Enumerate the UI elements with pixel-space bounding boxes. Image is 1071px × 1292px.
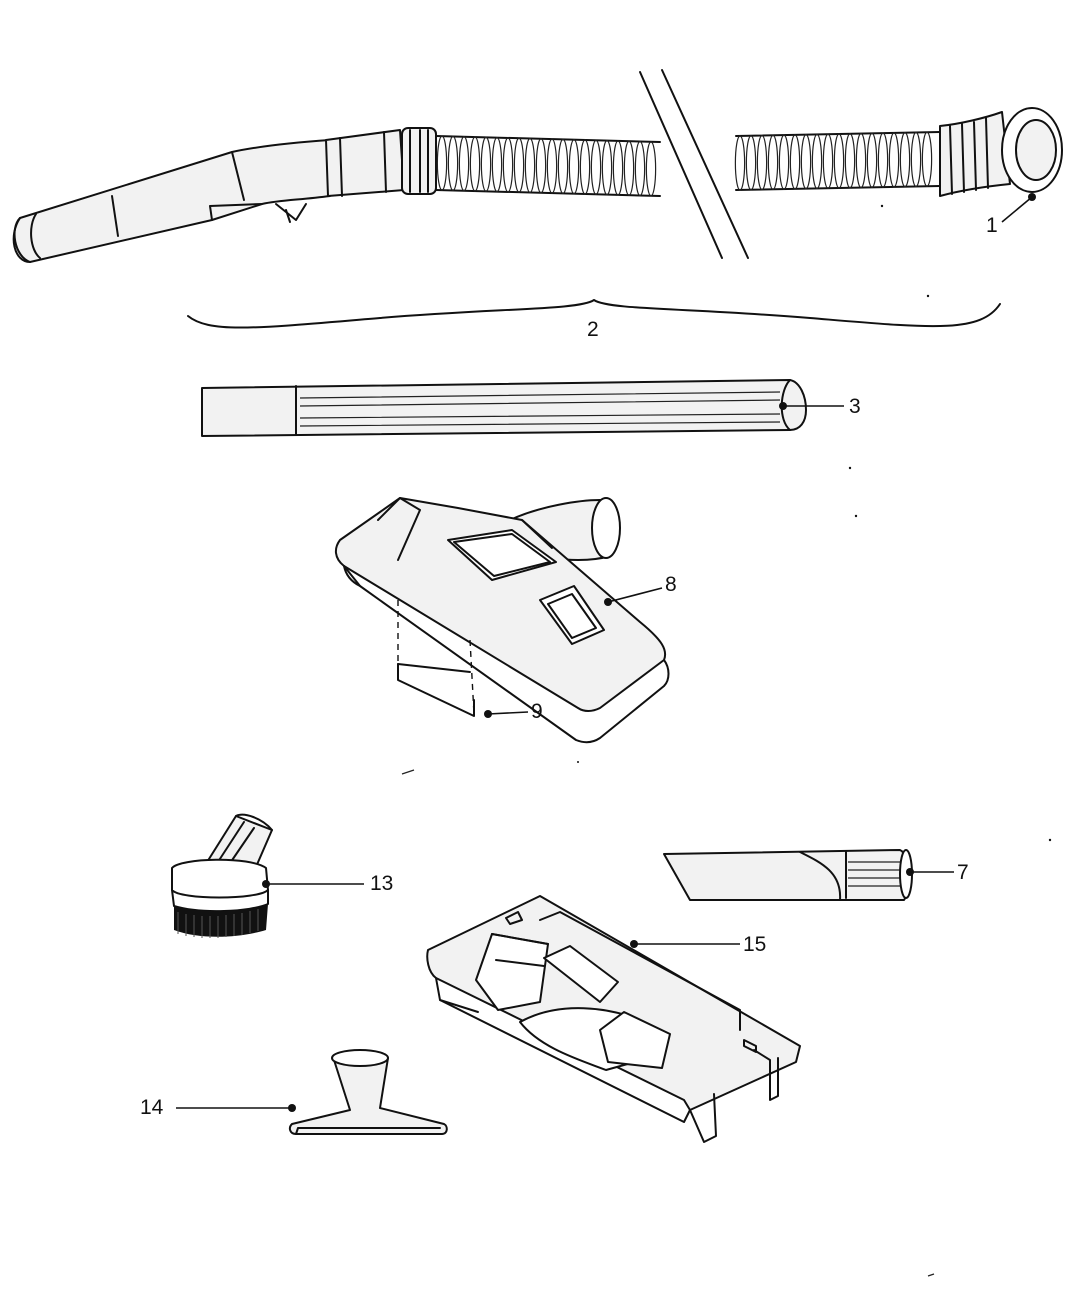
hose-rib: [800, 134, 812, 190]
hose-rib: [469, 136, 481, 192]
hose-assembly: [12, 69, 1063, 263]
callout-1-label: 1: [986, 214, 998, 237]
hose-rib: [568, 139, 580, 195]
hose-corrugated-right: [734, 131, 941, 191]
hose-rib: [579, 139, 591, 195]
hose-rib: [458, 136, 470, 192]
hose-rib: [447, 135, 459, 191]
tool-caddy: [426, 895, 801, 1143]
hose-rib: [734, 135, 746, 191]
callout-8-label: 8: [665, 573, 677, 596]
callout-15-label: 15: [743, 933, 766, 956]
callout-3-label: 3: [849, 395, 861, 418]
hose-rib: [645, 141, 657, 197]
callout-14: 14: [140, 1096, 296, 1119]
scan-specks: [401, 204, 1052, 1277]
hose-rib: [921, 131, 933, 187]
callout-7: 7: [906, 861, 969, 884]
hose-handle: [12, 127, 437, 263]
hose-rib: [557, 138, 569, 194]
hose-rib: [590, 139, 602, 195]
hose-break-marks: [639, 69, 749, 259]
hose-rib: [822, 133, 834, 189]
callout-13: 13: [262, 872, 393, 895]
hose-rib: [855, 132, 867, 189]
callout-14-label: 14: [140, 1096, 164, 1119]
callout-9: 9: [484, 700, 543, 723]
hose-rib: [513, 137, 525, 193]
hose-rib: [546, 138, 558, 194]
callout-13-label: 13: [370, 872, 393, 895]
hose-rib: [910, 131, 922, 188]
hose-rib: [745, 135, 757, 191]
dusting-brush: [171, 813, 273, 938]
hose-cuff: [939, 107, 1063, 197]
callout-2: 2: [187, 299, 1001, 341]
hose-rib: [833, 133, 845, 189]
hose-rib: [877, 132, 889, 188]
callout-3: 3: [779, 395, 861, 418]
hose-rib: [535, 138, 547, 194]
brush-bristles: [174, 904, 268, 938]
callout-8: 8: [604, 573, 677, 606]
callout-15: 15: [630, 933, 766, 956]
hose-rib: [866, 132, 878, 188]
hose-rib: [899, 132, 911, 188]
callout-7-label: 7: [957, 861, 969, 884]
hose-rib: [844, 133, 856, 189]
hose-rib: [634, 140, 646, 197]
hose-rib: [623, 140, 635, 196]
upholstery-nozzle: [288, 1049, 448, 1135]
hose-rib: [480, 136, 492, 192]
hose-rib: [789, 134, 801, 190]
hose-rib: [811, 133, 823, 190]
hose-rib: [888, 132, 900, 188]
hose-rib: [612, 140, 624, 196]
callout-1: 1: [986, 193, 1036, 237]
hose-rib: [436, 135, 448, 191]
callout-2-label: 2: [587, 318, 599, 341]
hose-corrugated-left: [435, 135, 661, 197]
hose-rib: [778, 134, 790, 190]
floor-tool: [334, 497, 670, 744]
hose-rib: [524, 137, 536, 194]
hose-rib: [767, 134, 779, 190]
extension-wand: [201, 379, 807, 437]
hose-rib: [756, 134, 768, 191]
hose-rib: [502, 137, 514, 193]
callout-9-label: 9: [531, 700, 543, 723]
hose-rib: [491, 136, 503, 193]
crevice-tool: [663, 849, 913, 901]
hose-rib: [601, 140, 613, 196]
